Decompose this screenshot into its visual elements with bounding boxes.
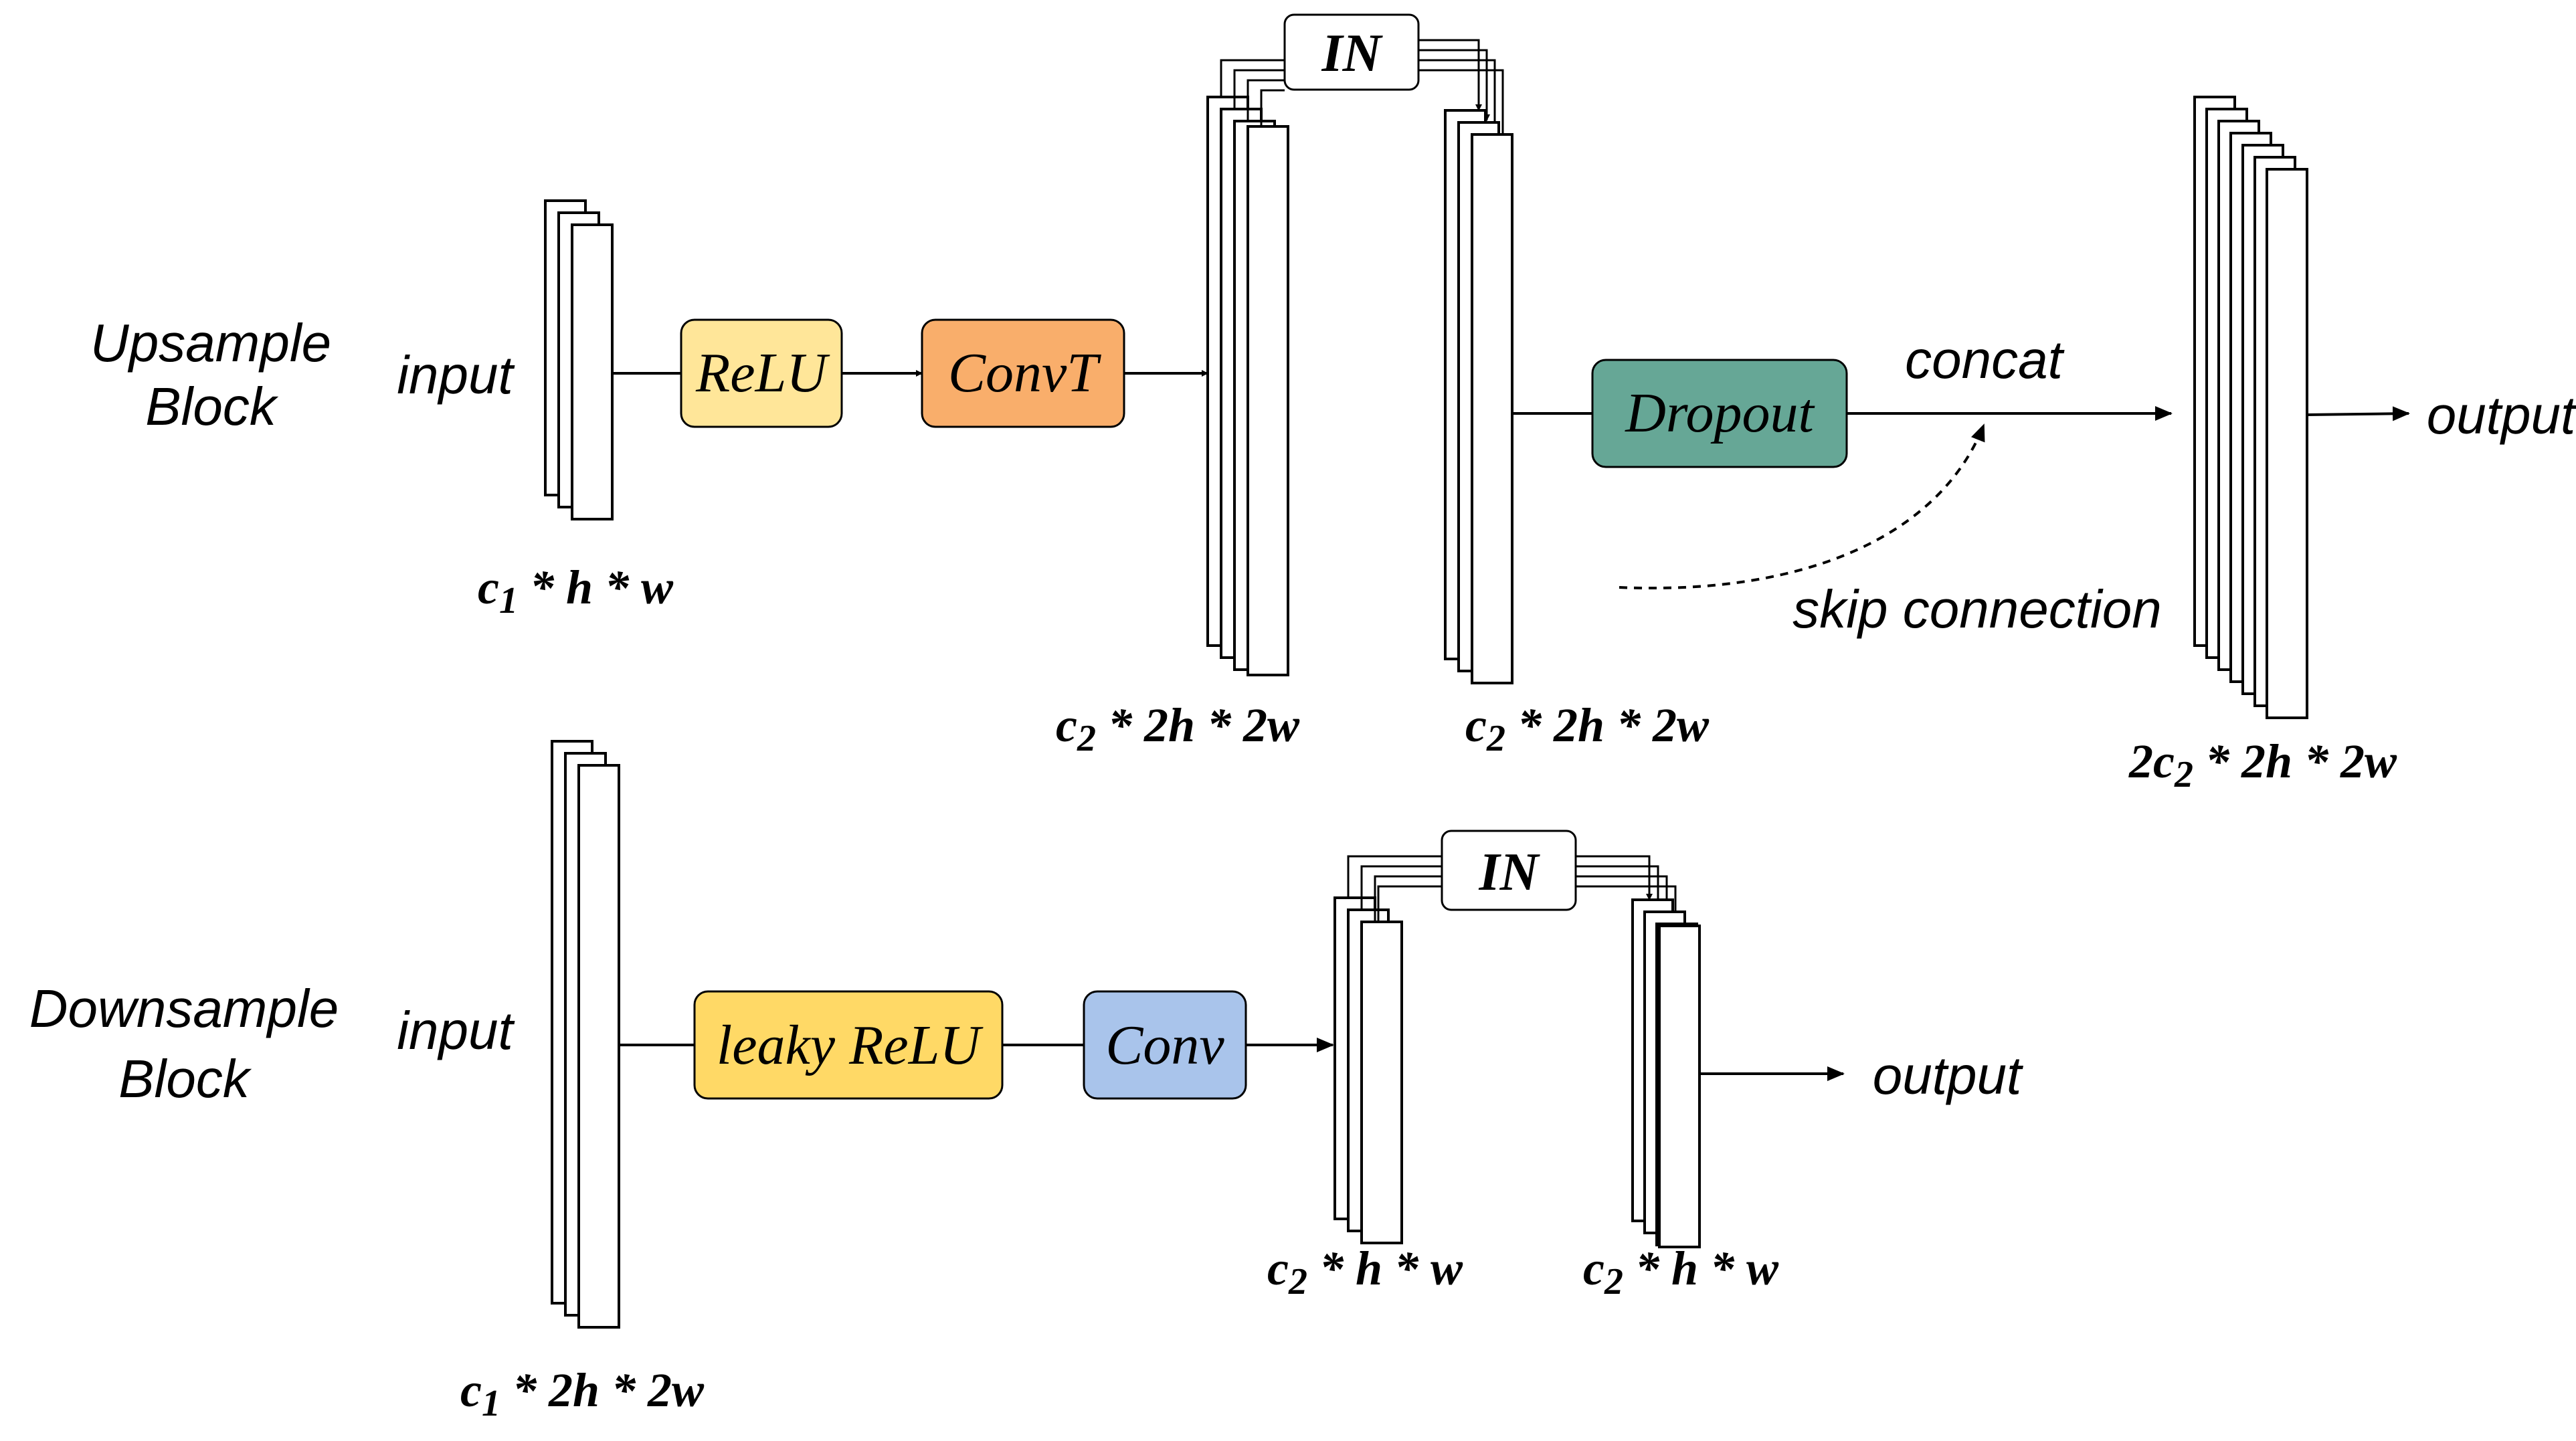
relu-box: ReLU — [680, 318, 843, 428]
upsample-output-label: output — [2427, 385, 2576, 445]
concat-label: concat — [1905, 330, 2064, 389]
upsample-in-lines — [1220, 39, 1506, 141]
upsample-in-label: IN — [1321, 24, 1384, 83]
upsample-title-line2: Block — [145, 377, 279, 436]
upsample-in-box: IN — [1283, 13, 1420, 91]
downsample-input-feature-map — [551, 740, 620, 1329]
upsample-input-label: input — [397, 345, 515, 405]
downsample-in-label: IN — [1479, 843, 1541, 902]
downsample-title-line2: Block — [118, 1049, 252, 1109]
conv-label: Conv — [1105, 1014, 1224, 1076]
downsample-output-label: output — [1873, 1046, 2023, 1105]
upsample-block: Upsample Block input ReLU ConvT — [90, 13, 2576, 795]
convt-box: ConvT — [921, 318, 1125, 428]
downsample-in-lines — [1347, 855, 1679, 927]
convt-label: ConvT — [948, 342, 1101, 404]
upsample-output-feature-map — [2193, 96, 2308, 719]
upsample-dim-input: c1 * h * w — [478, 561, 674, 621]
downsample-dim-in: c2 * h * w — [1583, 1242, 1779, 1303]
upsample-dim-in: c2 * 2h * 2w — [1465, 698, 1710, 759]
upsample-convt-feature-map — [1206, 96, 1289, 676]
upsample-input-feature-map — [544, 199, 614, 520]
arrow-upsample-output — [2306, 406, 2410, 421]
skip-connection-arrow — [1619, 423, 1985, 589]
skip-connection-label: skip connection — [1792, 579, 2161, 639]
downsample-dim-conv: c2 * h * w — [1267, 1242, 1463, 1303]
downsample-block: Downsample Block input leaky ReLU Conv — [29, 740, 2023, 1424]
upsample-in-feature-map — [1444, 109, 1513, 684]
upsample-title-line1: Upsample — [90, 313, 331, 373]
downsample-conv-feature-map — [1333, 896, 1403, 1244]
upsample-dim-output: 2c2 * 2h * 2w — [2128, 735, 2397, 795]
relu-label: ReLU — [695, 342, 830, 404]
leaky-relu-box: leaky ReLU — [693, 990, 1004, 1100]
downsample-input-label: input — [397, 1001, 515, 1060]
leaky-relu-label: leaky ReLU — [717, 1014, 984, 1076]
downsample-dim-input: c1 * 2h * 2w — [460, 1363, 705, 1424]
upsample-dim-convt: c2 * 2h * 2w — [1056, 698, 1300, 759]
dropout-box: Dropout — [1591, 359, 1848, 468]
conv-box: Conv — [1083, 990, 1247, 1100]
downsample-title-line1: Downsample — [29, 979, 339, 1038]
downsample-in-box: IN — [1441, 830, 1577, 911]
dropout-label: Dropout — [1625, 382, 1815, 444]
downsample-in-feature-map — [1631, 898, 1701, 1248]
